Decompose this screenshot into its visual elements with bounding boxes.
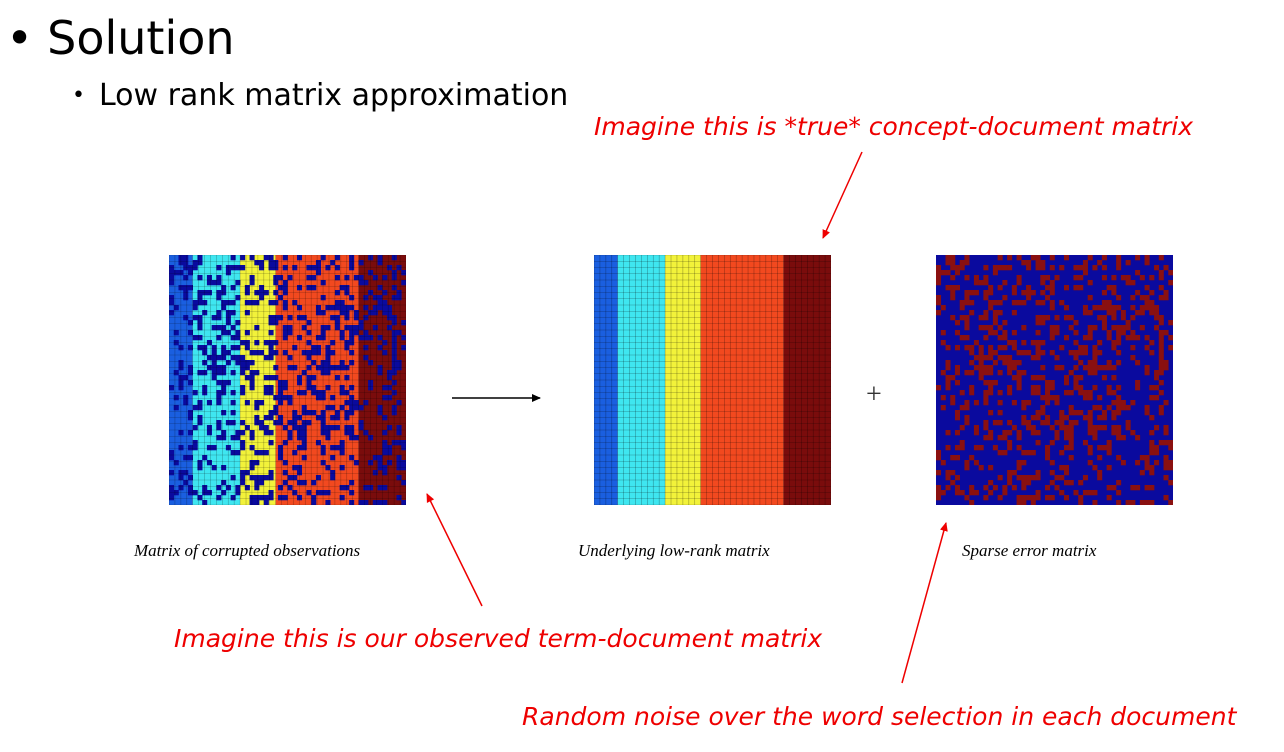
sparse-error-matrix-image bbox=[936, 255, 1174, 506]
sparse-error-matrix bbox=[936, 255, 1174, 506]
slide-subtitle: • Low rank matrix approximation bbox=[72, 76, 568, 116]
caption-corrupted: Matrix of corrupted observations bbox=[134, 541, 361, 560]
caption-low-rank: Underlying low-rank matrix bbox=[578, 541, 770, 560]
annotation-observed-matrix: Imagine this is our observed term-docume… bbox=[174, 624, 823, 653]
annotation-true-matrix: Imagine this is *true* concept-document … bbox=[594, 112, 1194, 141]
slide-title: •Solution bbox=[6, 8, 235, 68]
observed-matrix-pointer-arrow bbox=[426, 493, 483, 607]
caption-sparse: Sparse error matrix bbox=[962, 541, 1097, 560]
sub-bullet-dot: • bbox=[72, 83, 85, 108]
low-rank-matrix-image bbox=[593, 254, 832, 506]
annotation-noise: Random noise over the word selection in … bbox=[522, 702, 1237, 731]
corrupted-matrix-image bbox=[168, 254, 407, 506]
corrupted-matrix bbox=[168, 254, 407, 506]
slide-title-text: Solution bbox=[47, 11, 235, 65]
plus-sign: + bbox=[866, 379, 882, 410]
noise-pointer-arrow bbox=[901, 522, 948, 684]
true-matrix-pointer-arrow bbox=[822, 151, 863, 239]
low-rank-matrix bbox=[593, 254, 832, 506]
bullet-dot: • bbox=[6, 11, 34, 65]
slide-subtitle-text: Low rank matrix approximation bbox=[98, 78, 569, 113]
